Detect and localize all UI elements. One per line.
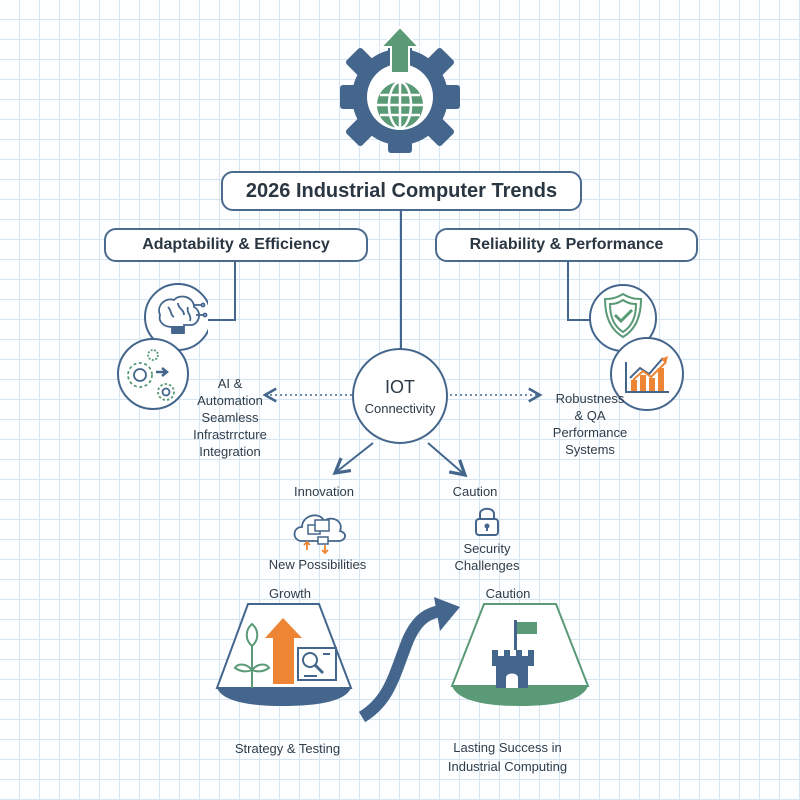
plant-icon: [233, 622, 271, 688]
left-desc-line: Infrastrrcture: [193, 427, 267, 442]
iot-connectivity-node: IOT Connectivity: [352, 348, 448, 444]
security-caption-line: Challenges: [454, 558, 520, 573]
right-description: Robustness & QA Performance Systems: [540, 390, 640, 458]
strategy-testing-caption: Strategy & Testing: [234, 741, 341, 756]
left-description: AI & Automation Seamless Infrastrrcture …: [180, 375, 280, 460]
center-subtitle: Connectivity: [364, 400, 436, 416]
castle-caution-label: Caution: [485, 586, 531, 601]
security-caution-label: Caution: [452, 484, 498, 499]
left-desc-line: AI &: [217, 376, 243, 391]
right-desc-line: Robustness: [555, 391, 625, 406]
right-desc-line: Systems: [565, 442, 615, 457]
lasting-success-line: Lasting Success in: [453, 740, 562, 755]
curved-arrow-icon: [358, 597, 460, 723]
page-title-text: 2026 Industrial Computer Trends: [245, 179, 558, 202]
security-caption: Security Challenges: [447, 540, 527, 574]
caution-platform: [450, 603, 590, 706]
gear-globe-up-arrow-icon: [340, 25, 460, 153]
security-caption-line: Security: [463, 541, 511, 556]
center-title: IOT: [385, 376, 415, 397]
shield-check-icon: [603, 292, 643, 339]
page-title: 2026 Industrial Computer Trends: [221, 171, 582, 211]
left-icon-cluster: [117, 283, 208, 410]
growth-platform: [215, 603, 353, 706]
branch-box-reliability: Reliability & Performance: [435, 228, 698, 262]
innovation-label: Innovation: [294, 484, 354, 499]
magnifier-document-icon: [297, 647, 337, 681]
right-desc-line: Performance: [552, 425, 628, 440]
left-desc-line: Integration: [199, 444, 261, 459]
lasting-success-line: Industrial Computing: [447, 759, 568, 774]
lasting-success-caption: Lasting Success in Industrial Computing: [425, 738, 590, 776]
left-desc-line: Automation: [197, 393, 263, 408]
padlock-icon: [475, 507, 499, 536]
growth-label: Growth: [269, 586, 311, 601]
branch-label-left: Adaptability & Efficiency: [142, 236, 330, 253]
bar-chart-trend-icon: [625, 356, 669, 393]
branch-label-right: Reliability & Performance: [469, 236, 664, 253]
right-desc-line: & QA: [574, 408, 606, 423]
gears-arrow-icon: [127, 349, 175, 401]
brain-circuit-icon: [158, 295, 208, 334]
left-desc-line: Seamless: [201, 410, 259, 425]
innovation-caption: New Possibilities: [268, 557, 367, 572]
cloud-devices-icon: [293, 514, 346, 555]
growth-arrow-icon: [265, 618, 302, 684]
branch-box-adaptability: Adaptability & Efficiency: [104, 228, 368, 262]
castle-flag-icon: [492, 620, 537, 688]
right-icon-cluster: [589, 284, 684, 411]
